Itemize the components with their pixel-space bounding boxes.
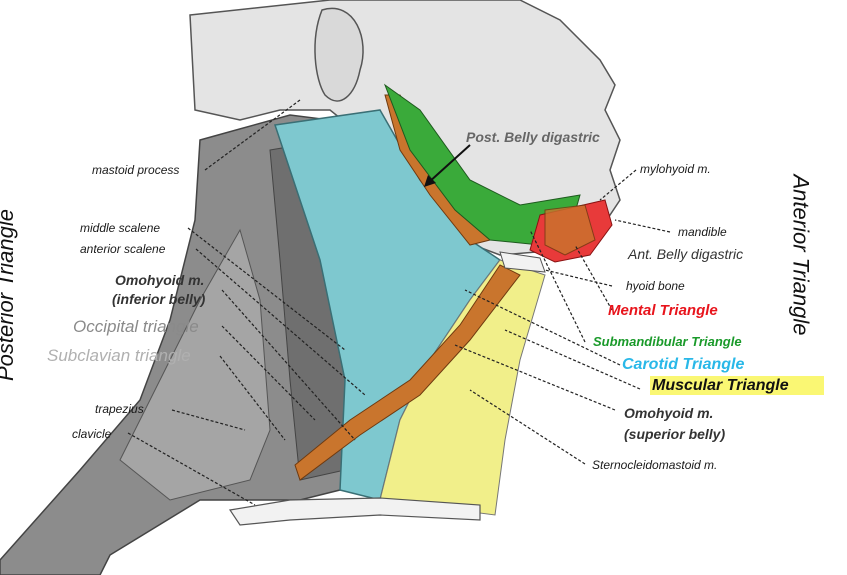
anterior-scalene-label: anterior scalene xyxy=(80,242,166,256)
omohyoid-superior-label-line1: Omohyoid m. xyxy=(624,405,714,421)
mylohyoid-label: mylohyoid m. xyxy=(640,162,711,176)
trapezius-muscle xyxy=(119,228,271,501)
sternocleidomastoid-label: Sternocleidomastoid m. xyxy=(592,458,718,472)
anterior-digastric xyxy=(544,204,596,256)
clavicle-label: clavicle xyxy=(72,427,112,441)
posterior-triangle-label: Posterior Triangle xyxy=(0,209,18,381)
arrow-line xyxy=(427,144,471,184)
leader-lines xyxy=(127,99,671,506)
omohyoid-muscle xyxy=(294,264,521,481)
omohyoid-inferior-label-line2: (inferior belly) xyxy=(112,291,206,307)
carotid-triangle-label: Carotid Triangle xyxy=(622,356,745,373)
ant-belly-digastric-label: Ant. Belly digastric xyxy=(628,246,744,262)
subclavian-triangle-label: Subclavian triangle xyxy=(47,346,191,365)
ear xyxy=(314,7,364,102)
hyoid-bone-label: hyoid bone xyxy=(626,279,685,293)
middle-scalene-label: middle scalene xyxy=(80,221,161,235)
arrow-head xyxy=(424,175,436,187)
mastoid-process-label: mastoid process xyxy=(92,163,180,177)
submandibular-triangle-label: Submandibular Triangle xyxy=(593,334,742,349)
hyoid-bone xyxy=(499,251,546,273)
muscular-label-highlight xyxy=(650,376,824,395)
omohyoid-superior-label-line2: (superior belly) xyxy=(624,426,726,442)
clavicle-bone xyxy=(228,497,481,526)
anterior-triangle-label: Anterior Triangle xyxy=(788,174,814,336)
mandible-label: mandible xyxy=(678,225,727,239)
trapezius-label: trapezius xyxy=(95,402,144,416)
muscular-triangle-label: Muscular Triangle xyxy=(652,377,789,394)
occipital-triangle-label: Occipital triangle xyxy=(73,317,199,336)
post-belly-digastric-label: Post. Belly digastric xyxy=(466,129,600,145)
omohyoid-inferior-label-line1: Omohyoid m. xyxy=(115,272,205,288)
mental-triangle-label: Mental Triangle xyxy=(608,302,718,319)
